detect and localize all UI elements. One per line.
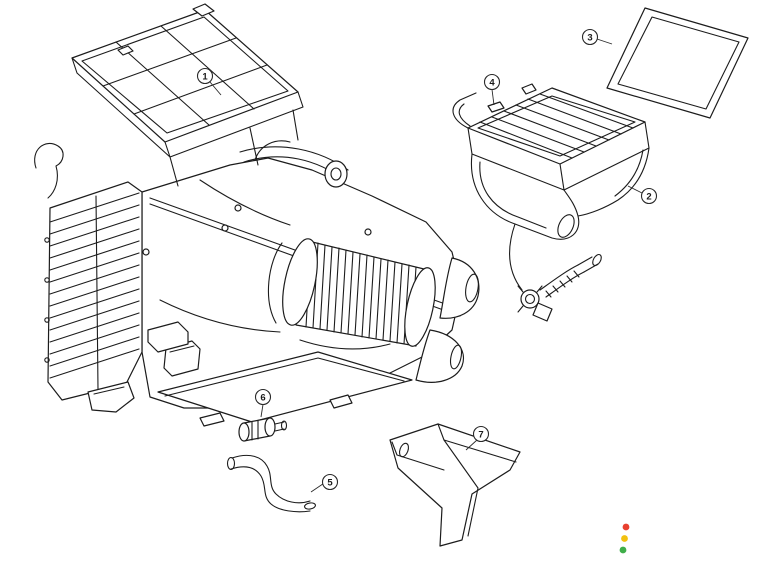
wiring-connector-drawing bbox=[509, 223, 602, 322]
callout-3[interactable]: 3 bbox=[581, 28, 613, 46]
leader-line-2 bbox=[627, 185, 643, 194]
callout-6-label: 6 bbox=[260, 392, 265, 403]
callout-5-label: 5 bbox=[327, 477, 333, 488]
main-assembly-drawing bbox=[34, 3, 480, 427]
cabin-filter-drawing bbox=[606, 7, 749, 119]
grommet-ring bbox=[324, 160, 348, 188]
callout-5[interactable]: 5 bbox=[310, 473, 339, 493]
leader-line-7 bbox=[465, 439, 478, 451]
leader-line-3 bbox=[596, 38, 613, 45]
status-dot-red bbox=[622, 523, 630, 531]
callout-4[interactable]: 4 bbox=[483, 73, 501, 106]
callout-2[interactable]: 2 bbox=[627, 185, 658, 205]
callout-2-label: 2 bbox=[646, 191, 651, 202]
leader-line-1 bbox=[209, 81, 222, 96]
hose-drawing bbox=[226, 454, 316, 513]
callout-7[interactable]: 7 bbox=[465, 425, 490, 451]
status-dot-yellow bbox=[621, 535, 628, 542]
callout-7-label: 7 bbox=[478, 429, 483, 440]
small-actuator-drawing bbox=[238, 417, 288, 442]
exploded-view-drawing bbox=[34, 3, 749, 547]
leader-line-6 bbox=[260, 404, 264, 418]
callout-1[interactable]: 1 bbox=[196, 67, 222, 96]
callout-3-label: 3 bbox=[587, 32, 592, 43]
callouts: 1 2 3 4 5 6 7 bbox=[196, 28, 658, 493]
leader-line-4 bbox=[491, 89, 495, 106]
lower-duct-drawing bbox=[389, 423, 521, 547]
status-dot-green bbox=[619, 546, 627, 554]
callout-1-label: 1 bbox=[202, 71, 208, 82]
upper-duct-assembly-drawing bbox=[452, 83, 650, 322]
status-indicator bbox=[619, 523, 630, 554]
leader-line-5 bbox=[310, 483, 324, 493]
callout-6[interactable]: 6 bbox=[254, 388, 272, 418]
callout-4-label: 4 bbox=[489, 77, 495, 88]
